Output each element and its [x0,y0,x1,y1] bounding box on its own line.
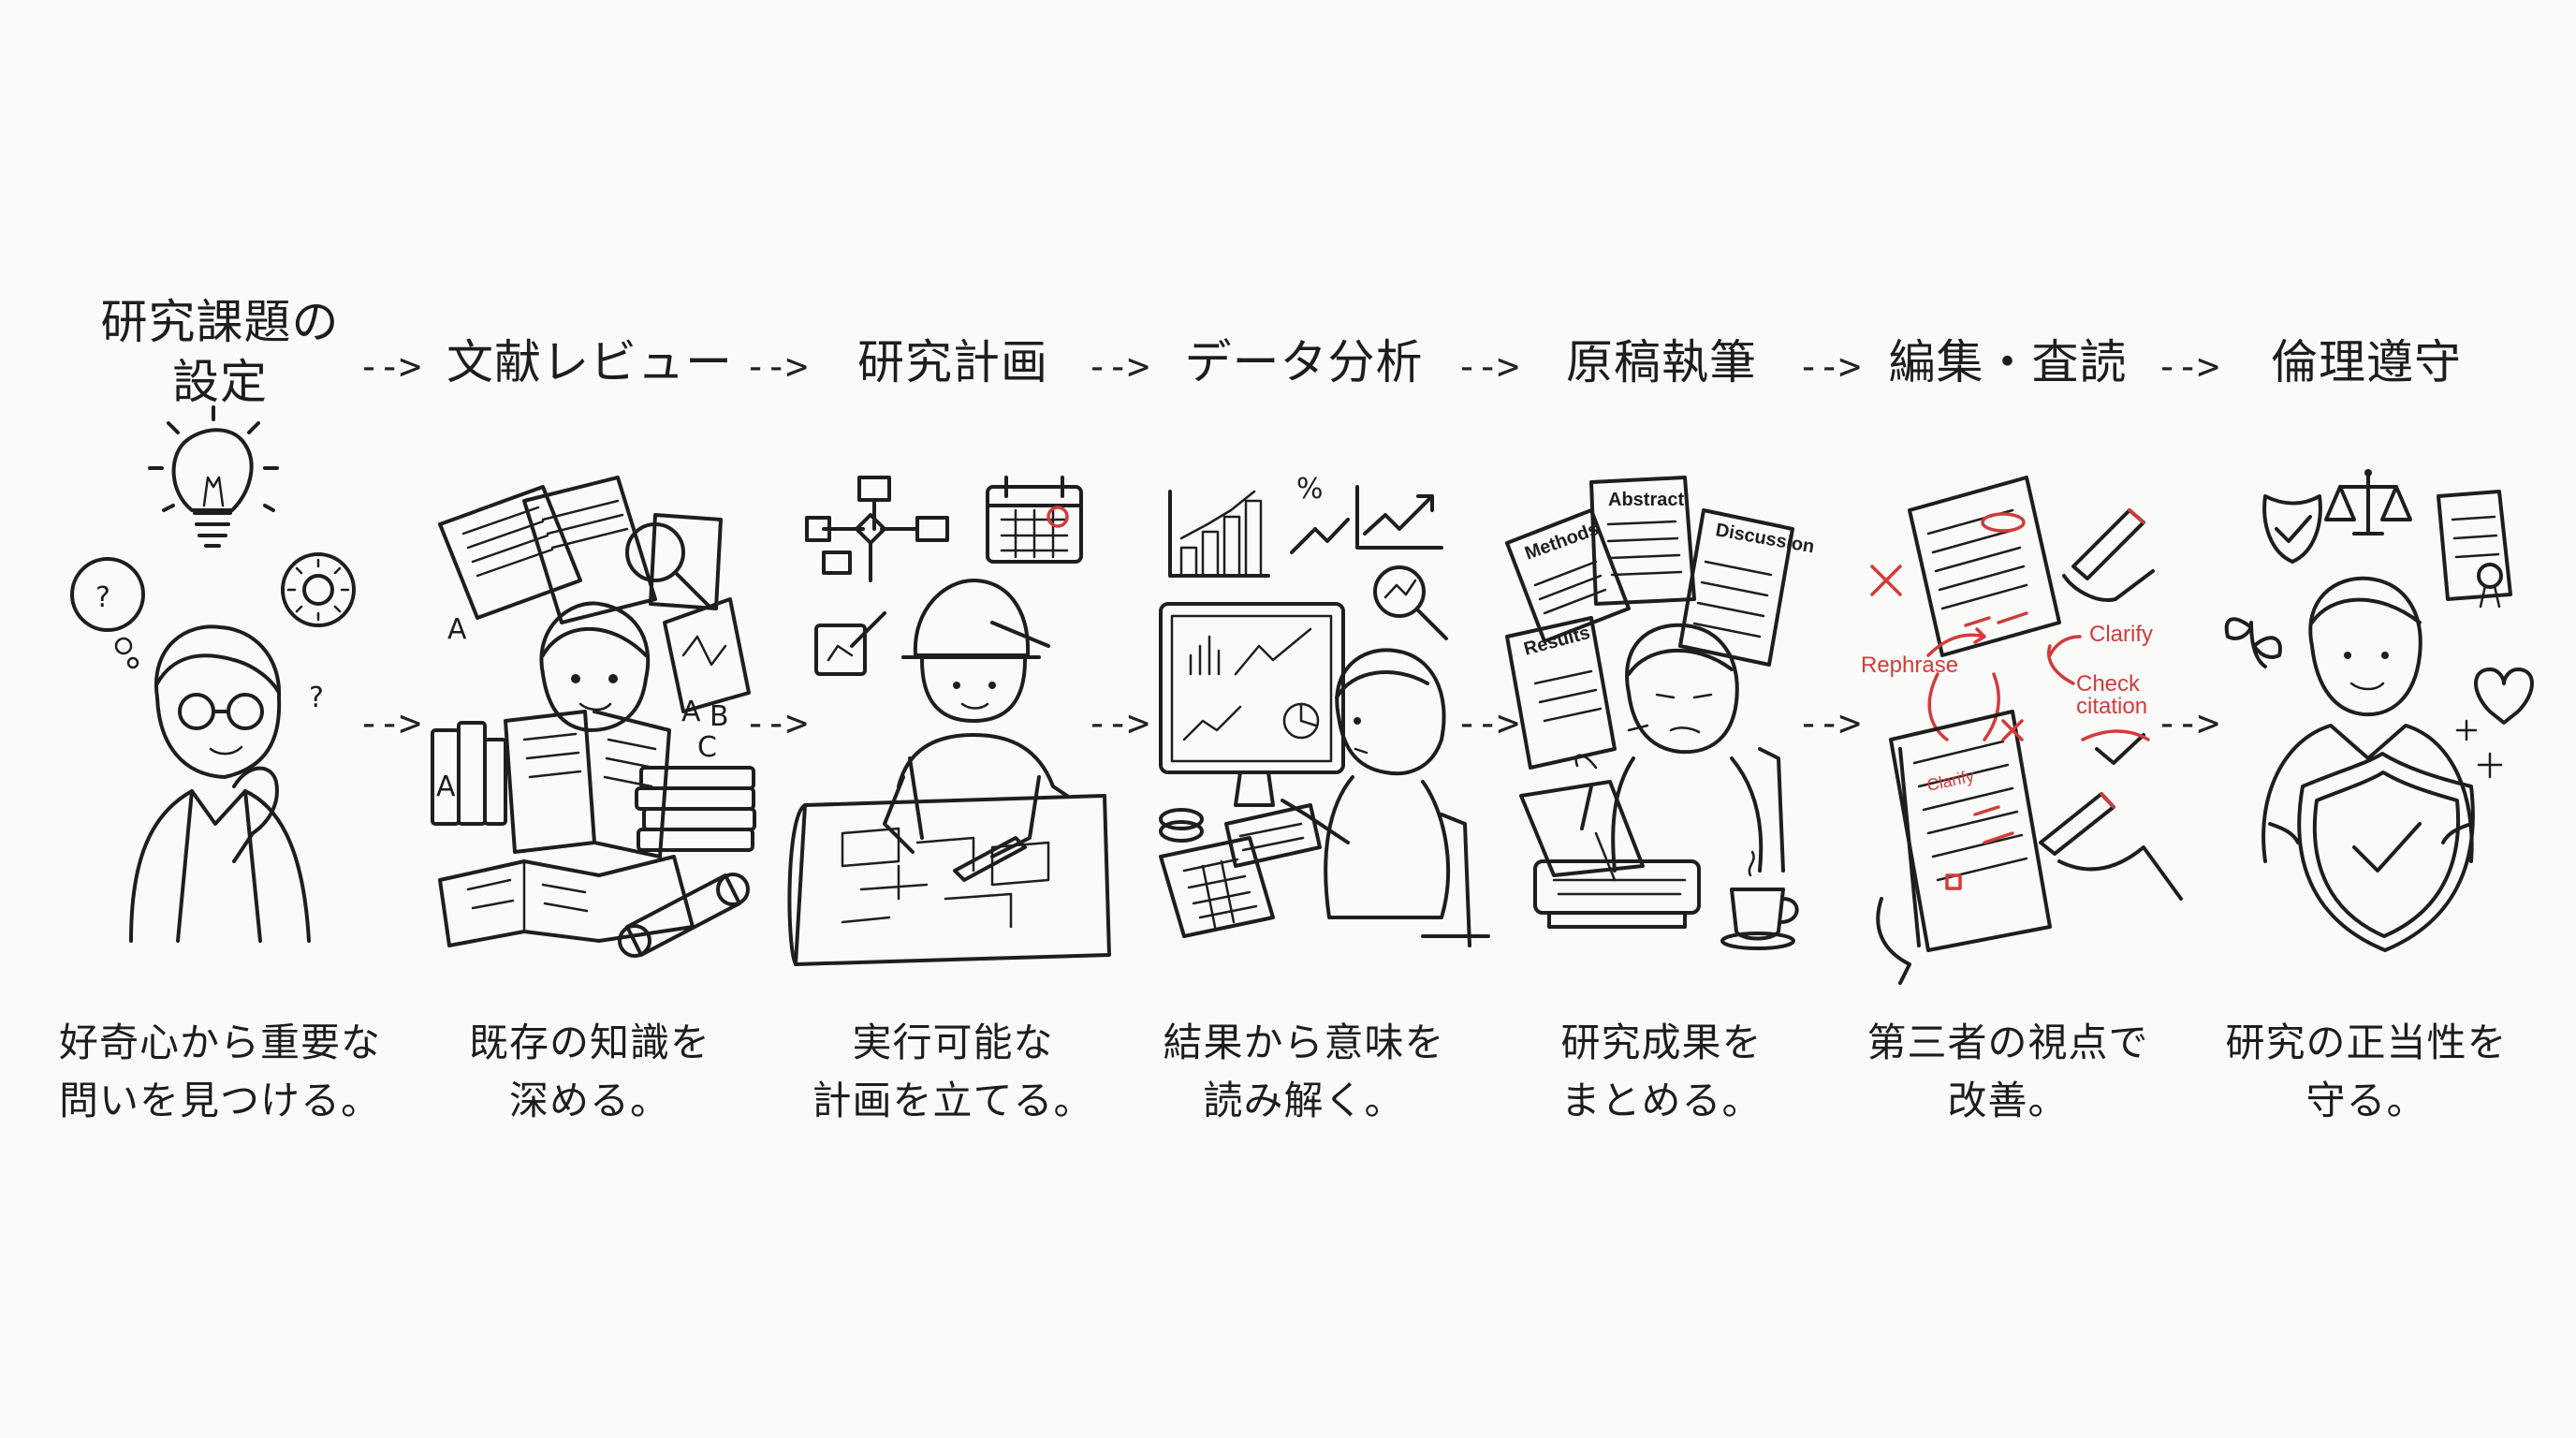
letter-a-book: A [436,770,456,803]
step-1-title: 研究課題の 設定 [100,295,340,409]
research-planning-illustration [787,476,1111,966]
manuscript-writing-illustration: Methods Abstract Discussion Results [1505,476,1816,950]
mid-arrow-5: --> [1797,702,1861,745]
percent-sign: % [1296,473,1324,506]
mid-arrow-4: --> [1456,702,1519,745]
paper-abstract: Abstract [1589,476,1696,606]
letter-b: B [710,700,729,733]
scroll-icon [618,873,750,958]
step-2-caption: 既存の知識を 深める。 [468,1020,710,1123]
researcher-figure [129,624,311,943]
sticky-note-icon [814,611,886,676]
step-2-title: 文献レビュー [446,335,733,389]
sparkle-icon [2455,719,2503,779]
step-6-title: 編集・査読 [1888,335,2128,389]
mid-arrow-6: --> [2156,702,2219,745]
svg-text:Discussion: Discussion [1714,520,1816,557]
top-arrow-6: --> [2156,345,2219,389]
magnifier-icon [625,522,711,609]
lightbulb-icon [148,405,279,548]
step-4-caption: 結果から意味を 読み解く。 [1163,1020,1445,1123]
typewriter-icon [1519,780,1701,929]
question-bubble-icon: ? [70,557,145,669]
svg-text:Methods: Methods [1522,519,1602,565]
paper-results: Results [1505,616,1617,770]
svg-text:?: ? [309,682,324,714]
letter-a-left: A [447,613,467,646]
step-4-title: データ分析 [1184,335,1424,389]
rephrase-label: Rephrase [1861,653,1958,678]
book-stack-icon: A [431,721,507,826]
top-arrow-2: --> [744,345,808,389]
step-6-caption: 第三者の視点で 改善。 [1866,1020,2149,1123]
scales-of-justice-icon [2324,469,2412,536]
clarify-label: Clarify [2089,622,2153,647]
citation-label: citation [2076,694,2147,719]
red-pen-icon [2062,508,2155,602]
researcher-thinking-illustration: ? ? [70,405,356,943]
svg-text:Abstract: Abstract [1608,490,1684,510]
literature-review-illustration: A A B C A [431,476,756,958]
letter-c: C [697,731,717,764]
large-shield-icon [2297,752,2475,952]
top-arrow-4: --> [1456,345,1519,389]
certificate-icon [2437,490,2512,609]
top-arrow-1: --> [358,345,421,389]
svg-text:?: ? [95,581,110,614]
bar-chart-icon [1168,490,1270,578]
step-5-caption: 研究成果を まとめる。 [1560,1020,1763,1123]
step-5-title: 原稿執筆 [1566,335,1757,389]
reviewed-document-top [1908,476,2061,657]
reviewed-document-bottom: Clarify [1889,710,2052,952]
letter-a-right: A [681,696,701,728]
step-7-title: 倫理遵守 [2271,335,2462,389]
gear-bubble-icon: ? [281,552,356,714]
check-label: Check [2076,671,2141,697]
paper-discussion: Discussion [1678,508,1816,667]
editing-review-illustration: Rephrase Clarify Check citation Clarify [1861,476,2183,985]
coffee-cup-icon [1720,850,1799,950]
plant-icon [2224,617,2282,668]
calculator-icon [1159,836,1275,938]
step-3-caption: 実行可能な 計画を立てる。 [812,1020,1094,1123]
mid-arrow-1: --> [358,702,421,745]
magnifier-chart-icon [1373,565,1448,640]
clarify-small-label: Clarify [1925,767,1976,795]
calendar-icon [986,476,1083,564]
small-shield-icon [2262,494,2322,564]
data-analysis-illustration: % [1159,473,1490,947]
monitor-icon [1159,602,1345,807]
mid-arrow-2: --> [744,702,808,745]
step-1-caption: 好奇心から重要な 問いを見つける。 [58,1020,381,1123]
ethics-illustration [2224,469,2534,952]
top-arrow-5: --> [1797,345,1861,389]
mid-arrow-3: --> [1086,702,1149,745]
step-7-caption: 研究の正当性を 守る。 [2225,1020,2508,1123]
svg-text:Results: Results [1522,623,1592,660]
top-arrow-3: --> [1086,345,1149,389]
heart-icon [2474,668,2534,725]
flowchart-icon [805,476,949,582]
step-3-title: 研究計画 [857,335,1048,389]
